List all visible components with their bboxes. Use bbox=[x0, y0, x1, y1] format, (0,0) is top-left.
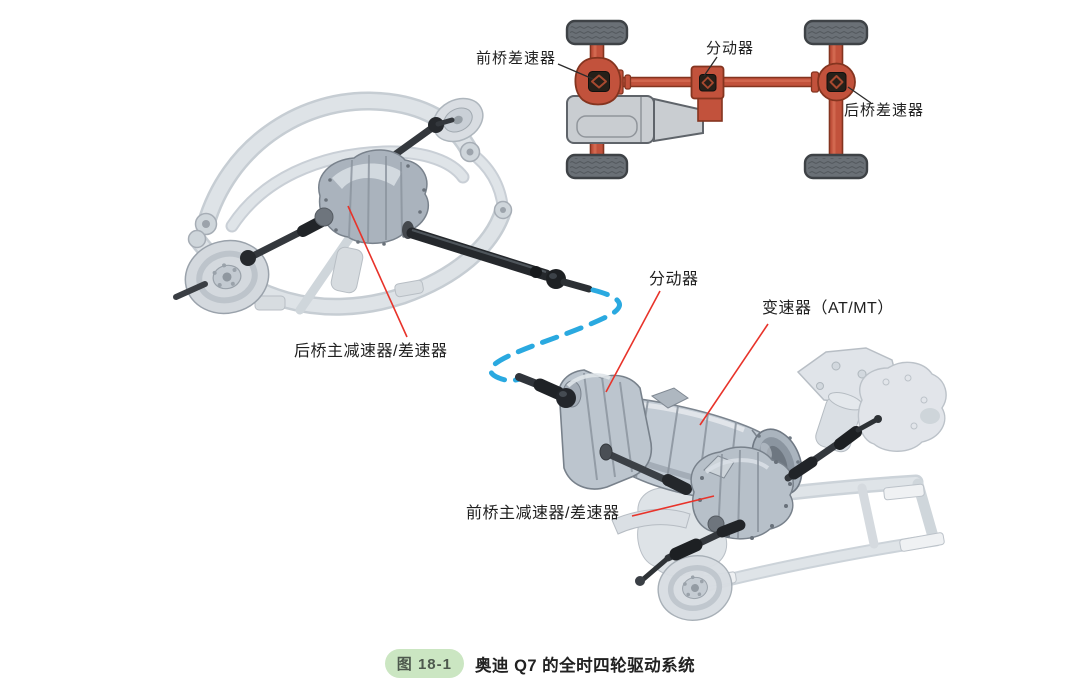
front-axle-assembly bbox=[515, 347, 947, 621]
schematic-leader-lines bbox=[557, 56, 872, 104]
front-differential bbox=[690, 446, 794, 540]
front-prop-shaft bbox=[515, 373, 576, 408]
schematic-rear-differential bbox=[817, 62, 856, 102]
rear-prop-shaft bbox=[402, 221, 593, 293]
schematic-front-differential bbox=[574, 56, 622, 106]
rear-differential bbox=[314, 149, 430, 246]
label-rear-final-drive: 后桥主减速器/差速器 bbox=[294, 343, 448, 360]
label-transmission: 变速器（AT/MT） bbox=[762, 300, 894, 317]
label-front-final-drive: 前桥主减速器/差速器 bbox=[466, 505, 620, 522]
leader-lines-red bbox=[347, 205, 769, 517]
front-brake-disc bbox=[657, 555, 733, 621]
rear-right-hub bbox=[432, 97, 484, 143]
driveline-link-dashed bbox=[488, 287, 622, 383]
label-front-differential: 前桥差速器 bbox=[476, 50, 557, 67]
label-transfer-case-schematic: 分动器 bbox=[706, 40, 755, 57]
schematic-top-view bbox=[557, 19, 872, 180]
figure-caption-title: 奥迪 Q7 的全时四轮驱动系统 bbox=[475, 656, 696, 675]
front-output-shaft bbox=[599, 443, 692, 495]
label-rear-differential: 后桥差速器 bbox=[844, 102, 925, 119]
transfer-case-housing bbox=[557, 369, 653, 490]
front-cv-axles bbox=[635, 415, 882, 586]
schematic-transfer-case bbox=[690, 65, 725, 100]
rear-axle-assembly bbox=[173, 91, 593, 316]
figure-number-badge: 图 18-1 bbox=[384, 649, 464, 678]
label-transfer-case-main: 分动器 bbox=[649, 271, 699, 288]
figure-caption: 图 18-1 奥迪 Q7 的全时四轮驱动系统 bbox=[0, 649, 1080, 678]
schematic-wheels bbox=[565, 19, 869, 180]
